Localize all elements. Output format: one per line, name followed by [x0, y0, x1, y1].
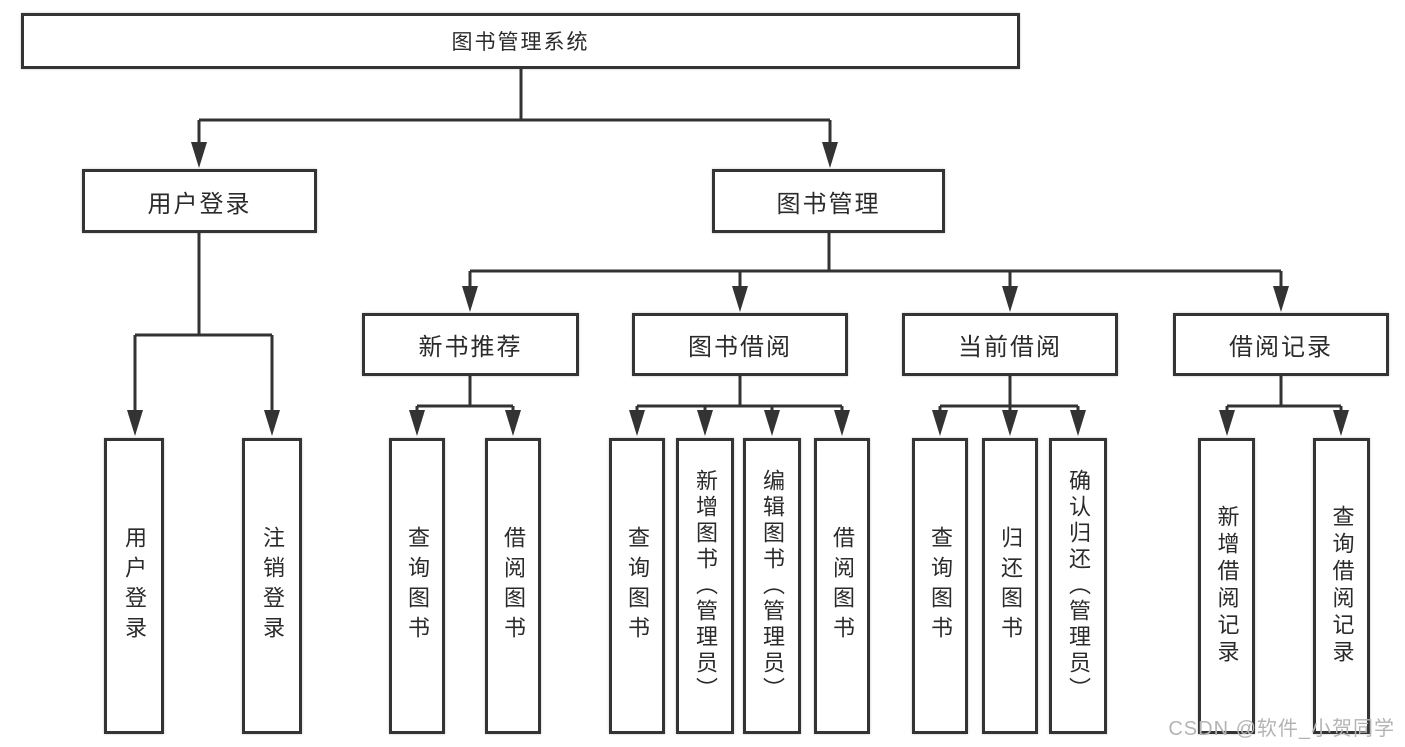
node-borrow-record: 借阅记录 [1173, 313, 1389, 376]
leaf-borrow-query-books: 查询图书 [609, 438, 665, 734]
node-book-management: 图书管理 [712, 169, 945, 233]
leaf-current-confirm-return-admin: 确认归还（管理员） [1049, 438, 1107, 734]
leaf-newbook-query-books: 查询图书 [389, 438, 445, 734]
leaf-user-login: 用户登录 [104, 438, 164, 734]
leaf-current-return-books: 归还图书 [982, 438, 1038, 734]
node-current-borrow: 当前借阅 [902, 313, 1118, 376]
leaf-current-query-books: 查询图书 [912, 438, 968, 734]
node-book-borrow: 图书借阅 [632, 313, 848, 376]
leaf-record-query: 查询借阅记录 [1313, 438, 1370, 734]
node-root-system: 图书管理系统 [21, 13, 1020, 69]
leaf-borrow-add-books-admin: 新增图书（管理员） [676, 438, 734, 734]
node-new-book-recommend: 新书推荐 [362, 313, 579, 376]
leaf-newbook-borrow-books: 借阅图书 [485, 438, 541, 734]
watermark: CSDN @软件_小贺同学 [1168, 718, 1395, 740]
node-user-login: 用户登录 [82, 169, 317, 233]
leaf-logout: 注销登录 [242, 438, 302, 734]
leaf-record-add: 新增借阅记录 [1198, 438, 1255, 734]
leaf-borrow-borrow-books: 借阅图书 [814, 438, 870, 734]
leaf-borrow-edit-books-admin: 编辑图书（管理员） [743, 438, 801, 734]
